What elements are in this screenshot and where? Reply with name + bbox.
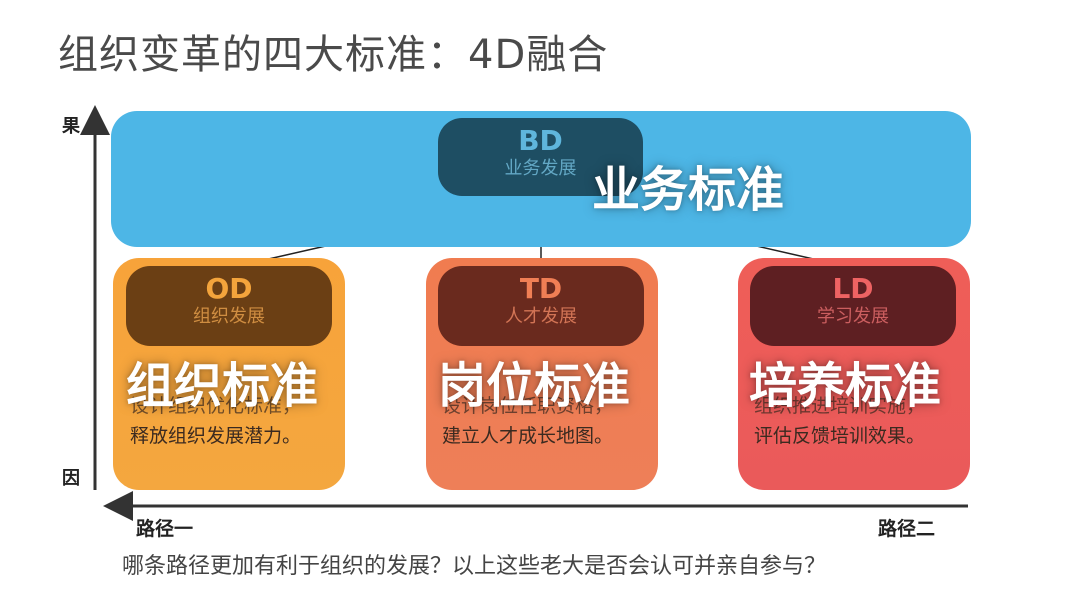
ld-standard: 培养标准: [749, 358, 942, 414]
td-standard: 岗位标准: [438, 358, 631, 414]
ld-desc-line1: 组织推进培训实施，: [754, 395, 926, 417]
bd-code: BD: [518, 124, 563, 157]
ld-description: 组织推进培训实施， 评估反馈培训效果。: [754, 391, 925, 451]
axis-top-label: 果: [62, 116, 80, 137]
ld-desc-line2: 评估反馈培训效果。: [754, 425, 926, 447]
page-title: 组织变革的四大标准：4D融合: [58, 32, 609, 78]
od-description: 设计组织优化标准， 释放组织发展潜力。: [130, 391, 301, 451]
ld-subtitle: 学习发展: [817, 306, 889, 327]
td-subtitle: 人才发展: [505, 306, 577, 327]
od-desc-line1: 设计组织优化标准，: [130, 395, 302, 417]
bd-pill: BD 业务发展: [438, 118, 643, 196]
ld-code: LD: [832, 272, 874, 305]
td-description: 设计岗位任职资格， 建立人才成长地图。: [442, 391, 613, 451]
axis-bottom-label: 因: [62, 468, 80, 489]
od-pill: OD 组织发展: [126, 266, 332, 346]
od-standard: 组织标准: [126, 358, 319, 414]
od-code: OD: [205, 272, 253, 305]
ld-pill: LD 学习发展: [750, 266, 956, 346]
bottom-question: 哪条路径更加有利于组织的发展？以上这些老大是否会认可并亲自参与？: [122, 554, 827, 579]
td-desc-line2: 建立人才成长地图。: [442, 425, 614, 447]
od-desc-line2: 释放组织发展潜力。: [130, 425, 302, 447]
td-pill: TD 人才发展: [438, 266, 644, 346]
bd-subtitle: 业务发展: [504, 158, 577, 179]
td-code: TD: [519, 272, 563, 305]
path-one-label: 路径一: [136, 518, 194, 540]
od-subtitle: 组织发展: [193, 306, 265, 327]
td-desc-line1: 设计岗位任职资格，: [442, 395, 614, 417]
bd-standard: 业务标准: [592, 162, 785, 218]
path-two-label: 路径二: [878, 518, 936, 540]
